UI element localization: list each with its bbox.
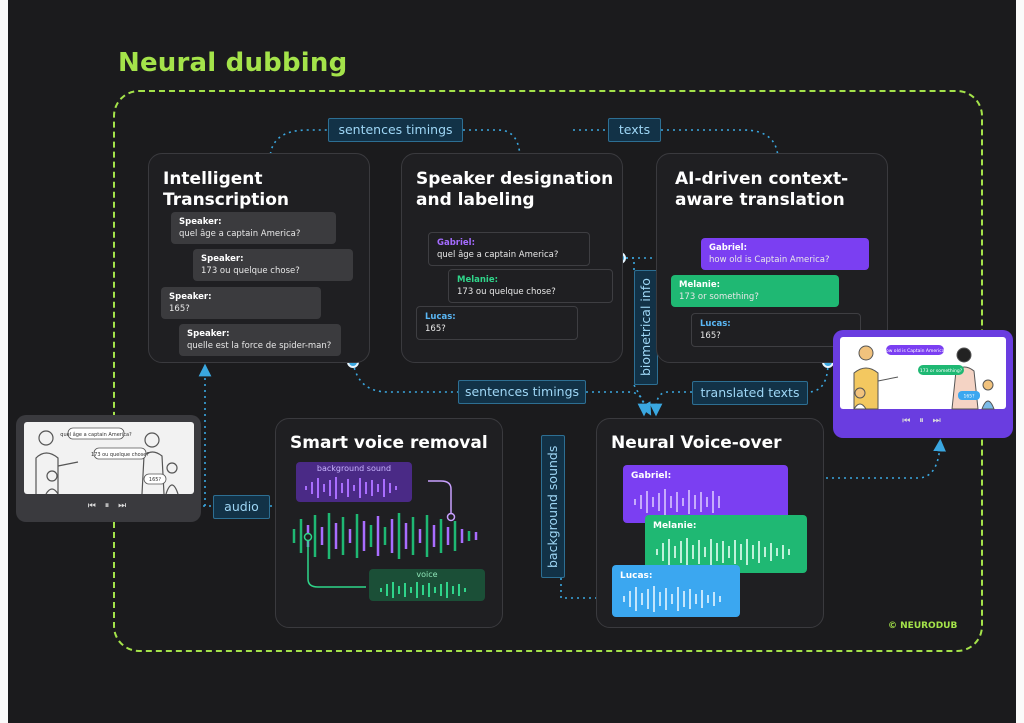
dubbed-caption: how old is Captain America? [883,348,947,354]
arrow-background-sounds [560,578,608,599]
mixed-waveform [292,513,478,559]
copyright-notice: © NEURODUB [888,621,958,631]
voice-over-title: Neural Voice-over [611,433,782,453]
speaker-card: Speaker designation and labeling Gabriel… [401,153,623,363]
transcription-bubble: Speaker:165? [161,287,321,319]
source-caption: 165? [149,477,162,483]
translation-title: AI-driven context-aware translation [675,169,849,210]
label-texts: texts [608,118,661,142]
arrow-biometrical [620,257,648,410]
label-biometrical-info: biometrical info [634,270,658,385]
label-background-sounds: background sounds [541,435,565,578]
dubbed-video-frame: how old is Captain America? 173 or somet… [840,337,1006,410]
translation-bubble: Melanie:173 or something? [671,275,839,307]
speaker-bubble: Lucas:165? [416,306,578,340]
arrow-timings-top [269,129,520,160]
track-waveform [634,489,720,515]
source-caption: 173 ou quelque chose? [91,452,149,458]
voice-over-track-gabriel: Gabriel: [623,465,788,523]
arrow-translated-texts [656,361,829,410]
transcription-title: Intelligent Transcription [163,169,289,210]
voice-label: voice [416,570,438,579]
arrow-voiceover-to-video [808,438,946,479]
speaker-bubble: Gabriel:quel âge a captain America? [428,232,590,266]
label-sentences-timings-top: sentences timings [328,118,463,142]
transcription-bubble: Speaker:quel âge a captain America? [171,212,336,244]
voice-waveform [380,582,466,598]
track-name: Lucas: [620,571,653,581]
voice-removal-card: Smart voice removal background sound voi… [275,418,503,628]
dubbed-playback-controls[interactable]: ⏮ ⏸ ⏭ [902,416,944,426]
voice-over-track-melanie: Melanie: [645,515,807,573]
dubbed-caption: 165? [964,394,976,400]
track-waveform [623,586,721,612]
voice-over-track-lucas: Lucas: [612,565,740,617]
speaker-title: Speaker designation and labeling [416,169,614,210]
translation-card: AI-driven context-aware translation Gabr… [656,153,888,363]
source-video-player[interactable]: quel âge a captain America? 173 ou quelq… [16,415,201,522]
separation-arrows [303,480,456,588]
track-waveform [656,538,790,566]
transcription-bubble: Speaker:quelle est la force de spider-ma… [179,324,341,356]
source-caption: quel âge a captain America? [60,431,132,438]
track-name: Melanie: [653,521,697,531]
voice-removal-title: Smart voice removal [290,433,488,453]
dubbed-caption: 173 or something? [920,368,963,374]
source-playback-controls[interactable]: ⏮ ⏸ ⏭ [87,501,130,511]
transcription-bubble: Speaker:173 ou quelque chose? [193,249,353,281]
background-sound-track: background sound [296,462,412,502]
diagram-title: Neural dubbing [118,48,348,78]
translation-bubble: Lucas:165? [691,313,861,347]
translation-bubble: Gabriel:how old is Captain America? [701,238,869,270]
background-waveform [305,477,397,499]
label-audio: audio [213,495,270,519]
diagram-canvas: Neural dubbing s [8,0,1016,723]
speaker-bubble: Melanie:173 ou quelque chose? [448,269,613,303]
label-translated-texts: translated texts [692,381,808,405]
source-video-frame: quel âge a captain America? 173 ou quelq… [24,422,194,495]
transcription-card: Intelligent Transcription Speaker:quel â… [148,153,370,363]
voice-track: voice [369,569,485,601]
track-name: Gabriel: [631,471,672,481]
background-sound-label: background sound [316,464,392,473]
label-sentences-timings-mid: sentences timings [458,380,586,404]
voice-over-card: Neural Voice-over Gabriel: Melanie: Luca… [596,418,824,628]
dubbed-video-player[interactable]: how old is Captain America? 173 or somet… [833,330,1013,438]
